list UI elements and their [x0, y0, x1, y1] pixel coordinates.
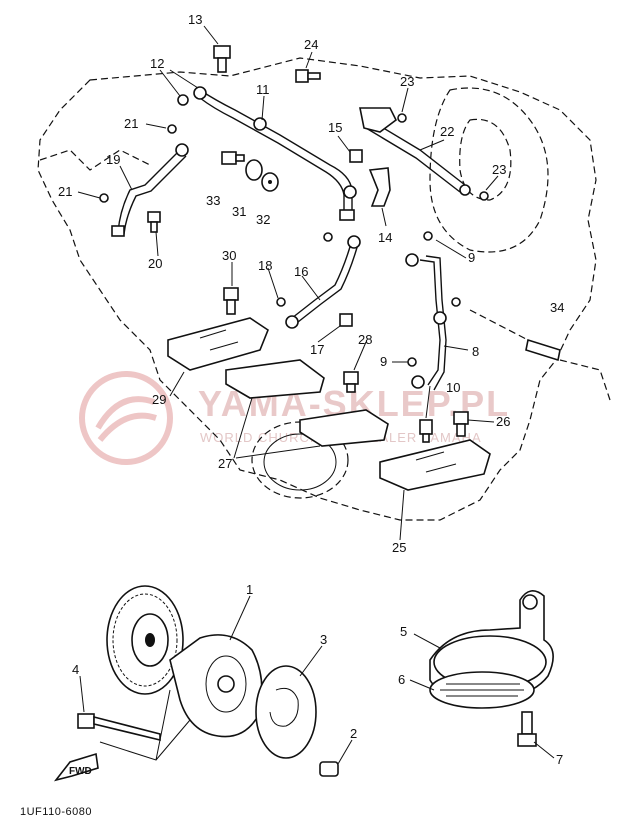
oil-pipe-8	[405, 253, 447, 391]
oil-pipe-19	[111, 143, 189, 237]
oil-pump-gear	[106, 585, 184, 695]
pump-cover-3	[255, 665, 317, 759]
pin-34	[469, 309, 561, 362]
callout-2: 2	[350, 726, 357, 741]
callout-25: 25	[392, 540, 406, 555]
union-bolt-24	[295, 69, 321, 83]
callout-23b: 23	[492, 162, 506, 177]
baffle-plate-27b	[299, 409, 389, 447]
callout-3: 3	[320, 632, 327, 647]
washer-21a	[167, 124, 177, 134]
oil-delivery-pipe-11	[177, 86, 357, 221]
baffle-plate-25	[379, 439, 491, 491]
callout-10: 10	[446, 380, 460, 395]
callout-7: 7	[556, 752, 563, 767]
bolt-10	[419, 419, 433, 443]
callout-21a: 21	[124, 116, 138, 131]
callout-16: 16	[294, 264, 308, 279]
callout-9b: 9	[380, 354, 387, 369]
washer-9c	[451, 297, 461, 307]
bolt-20	[147, 211, 161, 233]
crankcase-outline	[37, 57, 611, 521]
washer-31	[245, 159, 263, 181]
fwd-arrow-icon: FWD	[53, 752, 99, 782]
pin-2	[319, 761, 339, 777]
bolt-33	[221, 151, 245, 165]
callout-18: 18	[258, 258, 272, 273]
callout-19: 19	[106, 152, 120, 167]
callout-21b: 21	[58, 184, 72, 199]
bolt-7	[517, 711, 537, 747]
callout-34: 34	[550, 300, 564, 315]
washer-23a	[397, 113, 407, 123]
callout-27: 27	[218, 456, 232, 471]
bracket-14	[368, 167, 391, 207]
callout-1: 1	[246, 582, 253, 597]
bolt-30	[223, 287, 239, 315]
watermark-logo-mark	[95, 396, 157, 442]
callout-6: 6	[398, 672, 405, 687]
washer-23b	[479, 191, 489, 201]
washer-21b	[99, 193, 109, 203]
bolt-26	[453, 411, 469, 437]
diagram-code: 1UF110-6080	[20, 806, 92, 818]
callout-13: 13	[188, 12, 202, 27]
callout-8: 8	[472, 344, 479, 359]
bolt-17	[339, 313, 353, 327]
callout-32: 32	[256, 212, 270, 227]
pump-leader-lines	[99, 689, 191, 761]
callout-30: 30	[222, 248, 236, 263]
washer-18b	[276, 297, 286, 307]
callout-11: 11	[256, 82, 270, 97]
callout-15: 15	[328, 120, 342, 135]
oil-pump-1	[169, 634, 263, 738]
leader-lines	[77, 25, 555, 765]
union-bolt-13	[213, 45, 231, 73]
callout-22: 22	[440, 124, 454, 139]
callout-29: 29	[152, 392, 166, 407]
callout-12: 12	[150, 56, 164, 71]
callout-23a: 23	[400, 74, 414, 89]
bolt-28	[343, 371, 359, 393]
callouts: 13 24 12 11 23 21 15 22 19 23 21 33 31 3…	[58, 12, 564, 767]
washer-9b	[407, 357, 417, 367]
callout-4: 4	[72, 662, 79, 677]
oil-pipe-16	[285, 235, 361, 329]
washer-18a	[323, 232, 333, 242]
callout-26: 26	[496, 414, 510, 429]
bolt-4	[77, 713, 161, 742]
callout-14: 14	[378, 230, 392, 245]
fwd-label: FWD	[69, 766, 92, 777]
callout-31: 31	[232, 204, 246, 219]
callout-20: 20	[148, 256, 162, 271]
strainer-screen-6	[429, 671, 535, 709]
callout-28: 28	[358, 332, 372, 347]
callout-24: 24	[304, 37, 318, 52]
baffle-plate-27a	[225, 359, 325, 399]
baffle-plate-29	[167, 317, 269, 371]
washer-9a	[423, 231, 433, 241]
bolt-15	[349, 149, 363, 163]
callout-9a: 9	[468, 250, 475, 265]
callout-33: 33	[206, 193, 220, 208]
callout-5: 5	[400, 624, 407, 639]
callout-17: 17	[310, 342, 324, 357]
watermark-logo	[79, 371, 173, 465]
